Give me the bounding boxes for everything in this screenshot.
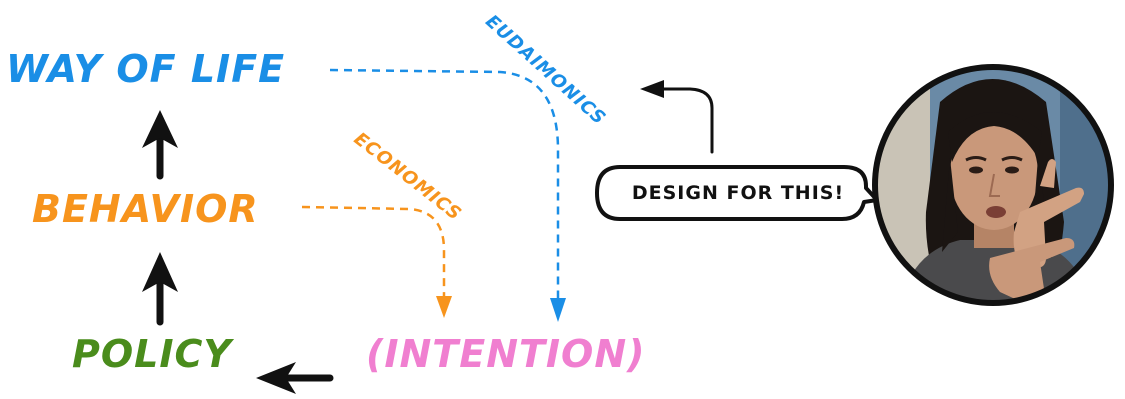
node-way-of-life: Way of Life [6, 47, 286, 91]
speech-bubble [595, 165, 878, 221]
economics-arrowhead-icon [436, 296, 452, 318]
bold-up-arrow-icon [142, 110, 178, 180]
person-portrait-avatar [872, 64, 1114, 306]
node-intention: (Intention) [366, 332, 646, 376]
node-behavior: Behavior [32, 187, 259, 231]
node-policy: Policy [72, 332, 232, 376]
eudaimonics-arrowhead-icon [550, 298, 566, 322]
speech-bubble-text: Design for this! [631, 182, 845, 204]
bold-up-arrow-icon [142, 252, 178, 326]
pointer-arrow-icon [640, 80, 714, 154]
economics-connector [301, 205, 446, 300]
eudaimonics-connector [329, 68, 560, 300]
bold-left-arrow-icon [256, 362, 334, 394]
